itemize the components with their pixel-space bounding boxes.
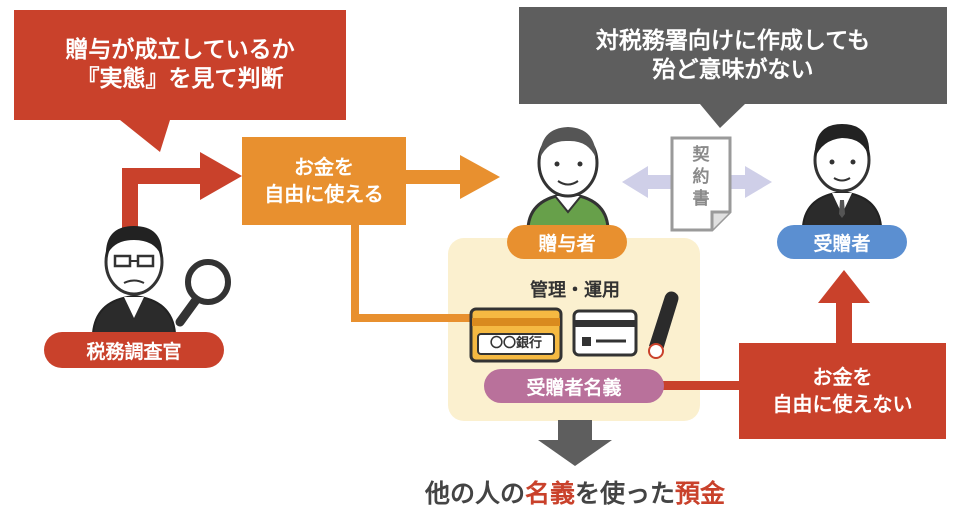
giver-label: 贈与者: [507, 225, 627, 259]
not-free-money-box: お金を 自由に使えない: [739, 343, 946, 439]
down-arrow: [558, 420, 592, 442]
caption-part3: を使った: [575, 479, 676, 508]
callout-left-line2: 『実態』を見て判断: [76, 66, 284, 92]
free-money-line1: お金を: [294, 155, 354, 179]
caption-part2: 名義: [524, 479, 575, 508]
receiver-label: 受贈者: [777, 225, 907, 259]
free-money-line2: 自由に使える: [264, 182, 384, 206]
down-arrow-head: [538, 440, 612, 466]
free-money-arrow: [405, 170, 465, 184]
not-free-money-line1: お金を: [812, 365, 873, 389]
contract-label: 契約書: [692, 145, 710, 209]
callout-right-line2: 殆ど意味がない: [652, 56, 814, 83]
inspector-arrow: [122, 168, 205, 238]
free-money-box: お金を 自由に使える: [242, 137, 406, 225]
receiver-arrow: [836, 300, 852, 345]
inspector-person-icon: [91, 226, 177, 334]
callout-right: 対税務署向けに作成しても 殆ど意味がない: [519, 7, 947, 104]
magnifier-icon: [175, 259, 231, 327]
receiver-person-icon: [801, 124, 883, 227]
callout-left: 贈与が成立しているか 『実態』を見て判断: [14, 10, 346, 120]
receiver-arrow-head: [818, 270, 870, 303]
bank-name-label: 〇〇銀行: [489, 336, 542, 351]
bank-card-icon: [469, 307, 563, 363]
caption-part4: 預金: [675, 479, 726, 508]
callout-left-line1: 贈与が成立しているか: [65, 37, 295, 64]
giver-person-icon: [526, 127, 610, 230]
bottom-caption: 他の人の名義を使った預金: [330, 474, 820, 510]
inspector-arrow-head: [200, 152, 242, 200]
not-free-money-line2: 自由に使えない: [772, 392, 913, 416]
caption-part1: 他の人の: [424, 479, 525, 508]
contract-document-icon: [670, 136, 732, 232]
management-label: 管理・運用: [530, 280, 620, 301]
free-money-arrow-head: [460, 155, 500, 199]
inspector-label: 税務調査官: [44, 332, 224, 368]
cash-card-icon: [572, 309, 638, 357]
callout-left-tail: [120, 120, 170, 152]
callout-right-line1: 対税務署向けに作成しても: [595, 27, 871, 54]
management-line: [351, 225, 472, 322]
account-to-box-line: [660, 381, 740, 390]
stamp-icon: [648, 291, 679, 359]
callout-right-tail: [700, 104, 745, 128]
account-name-label: 受贈者名義: [484, 369, 664, 403]
